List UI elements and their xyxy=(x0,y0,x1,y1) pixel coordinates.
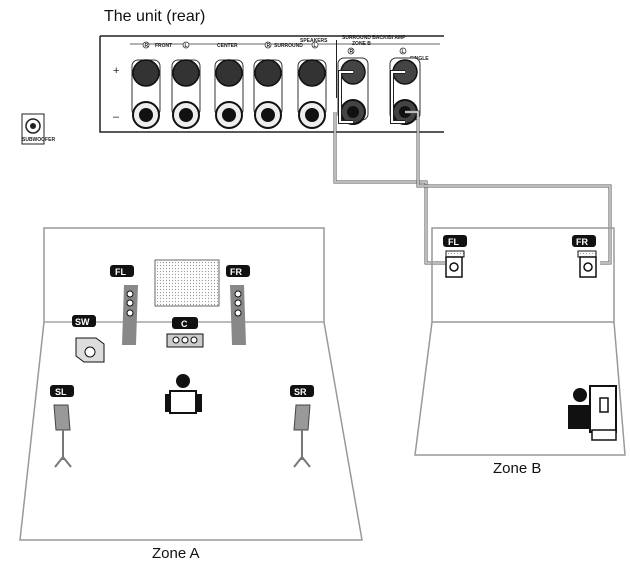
zone-a-c-badge: C xyxy=(181,319,188,329)
diagram-title: The unit (rear) xyxy=(104,8,206,25)
zone-b-fr-speaker: FR xyxy=(572,235,597,278)
front-label-group: R FRONT L xyxy=(142,41,190,49)
zone-b-room xyxy=(414,227,626,456)
single-label: SINGLE xyxy=(410,56,429,62)
front-r-terminal xyxy=(131,59,161,129)
tv-screen xyxy=(154,259,220,307)
zone-a-sr-badge: SR xyxy=(294,387,307,397)
zone-b-cables xyxy=(333,70,612,265)
rear-panel: SPEAKERS + – R FRONT L CENTER R SURROUND… xyxy=(99,35,444,133)
surround-back-label: SURROUND BACK/BI AMP xyxy=(342,35,406,41)
front-label: FRONT xyxy=(155,43,172,49)
surround-l-terminal xyxy=(297,59,327,129)
zone-b-panel-label: ZONE B xyxy=(352,41,371,47)
zone-a-sw-badge: SW xyxy=(75,317,90,327)
zone-a-fl-badge: FL xyxy=(115,267,126,277)
zone-a-center-speaker: C xyxy=(166,317,204,348)
minus-sign: – xyxy=(113,111,120,123)
sb-l-tag: L xyxy=(402,49,405,55)
zone-a-listener xyxy=(165,374,202,414)
zone-a-fl-speaker: FL xyxy=(110,265,138,345)
sb-r-tag: R xyxy=(350,49,354,55)
center-label: CENTER xyxy=(217,43,238,49)
surround-label-group: R SURROUND L xyxy=(264,41,319,49)
surround-label: SURROUND xyxy=(274,43,303,49)
center-terminal xyxy=(214,59,244,129)
zone-a-label: Zone A xyxy=(152,545,200,562)
zone-a-sr-speaker: SR xyxy=(290,385,314,468)
front-l-tag: L xyxy=(185,43,188,49)
subwoofer-jack: SUBWOOFER xyxy=(21,113,55,145)
surround-r-terminal xyxy=(253,59,283,129)
surround-back-l-terminal xyxy=(389,57,421,125)
speakers-header: SPEAKERS xyxy=(300,38,328,44)
zone-a-sl-speaker: SL xyxy=(50,385,74,468)
zone-a-subwoofer-speaker: SW xyxy=(72,315,105,363)
surround-l-tag: L xyxy=(314,43,317,49)
zone-a-sl-badge: SL xyxy=(55,387,67,397)
front-l-terminal xyxy=(171,59,201,129)
subwoofer-label: SUBWOOFER xyxy=(22,137,55,143)
zone-a-fr-badge: FR xyxy=(230,267,242,277)
zone-b-fr-badge: FR xyxy=(576,237,588,247)
surround-back-r-terminal xyxy=(337,57,369,125)
zone-b-listener xyxy=(568,385,617,441)
front-r-tag: R xyxy=(145,43,149,49)
zone-b-fl-badge: FL xyxy=(448,237,459,247)
plus-sign: + xyxy=(113,65,119,77)
zone-b-fl-speaker: FL xyxy=(443,235,467,278)
zone-b-label: Zone B xyxy=(493,460,542,477)
surround-r-tag: R xyxy=(267,43,271,49)
zone-a-fr-speaker: FR xyxy=(226,265,250,345)
